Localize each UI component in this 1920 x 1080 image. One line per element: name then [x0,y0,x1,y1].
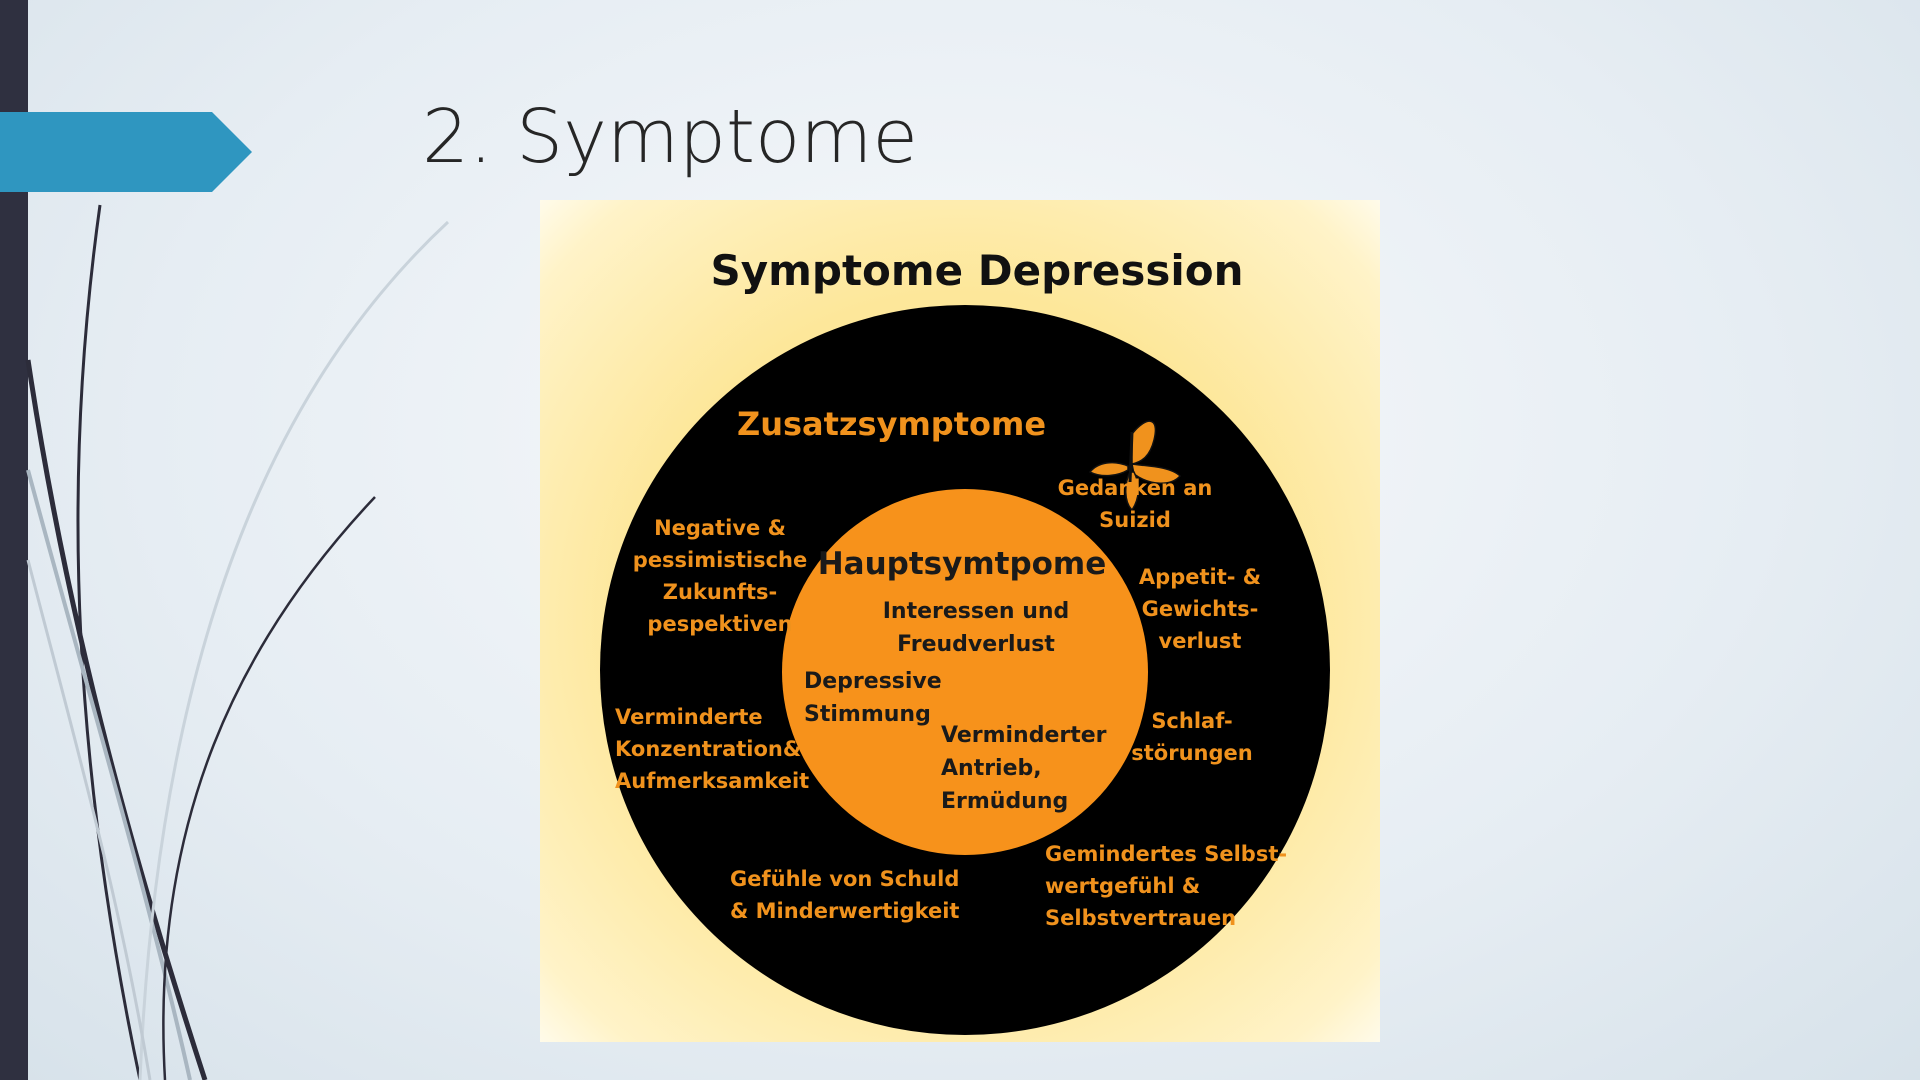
outer-symptom-6-line: Konzentration& [615,737,801,761]
outer-symptom-7-line: pespektiven [647,612,792,636]
outer-heading: Zusatzsymptome [737,405,1046,443]
title-arrow-tab [0,112,252,192]
inner-symptom-2-line: Depressive [804,669,942,694]
inner-symptom-2-line: Stimmung [804,702,931,727]
outer-symptom-7-line: pessimistische [633,548,807,572]
outer-symptom-3-line: Schlaf- [1151,709,1232,733]
inner-symptom-3-line: Antrieb, [941,756,1042,781]
depression-symptoms-diagram: Symptome Depression Zusatzsymptome Gedan… [540,200,1380,1042]
inner-symptom-3-line: Ermüdung [941,789,1068,814]
inner-circle [782,489,1148,855]
outer-symptom-5-line: Gefühle von Schuld [730,867,959,891]
outer-symptom-2-line: Gewichts- [1142,597,1259,621]
diagram-title: Symptome Depression [710,246,1243,295]
inner-symptom-1-line: Freudverlust [897,632,1055,657]
outer-symptom-5: Gefühle von Schuld & Minderwertigkeit [730,867,959,923]
inner-heading: Hauptsymtpome [818,546,1107,582]
outer-symptom-1-line: Suizid [1099,508,1171,532]
outer-symptom-1-line: Gedanken an [1058,476,1213,500]
outer-symptom-4-line: Selbstvertrauen [1045,906,1236,930]
outer-symptom-6-line: Aufmerksamkeit [615,769,809,793]
outer-symptom-4-line: Gemindertes Selbst- [1045,842,1287,866]
outer-symptom-6-line: Verminderte [615,705,763,729]
outer-symptom-2: Appetit- & Gewichts-verlust [1139,565,1261,653]
inner-symptom-1-line: Interessen und [883,599,1070,624]
outer-symptom-3-line: störungen [1131,741,1252,765]
decorative-curves [25,204,450,1080]
outer-symptom-4-line: wertgefühl & [1045,874,1200,898]
inner-symptom-3-line: Verminderter [941,723,1107,748]
outer-symptom-1: Gedanken an Suizid [1058,476,1213,532]
outer-symptom-2-line: verlust [1159,629,1242,653]
outer-symptom-3: Schlaf-störungen [1131,709,1252,765]
outer-symptom-4: Gemindertes Selbst-wertgefühl & Selbstver… [1045,842,1287,930]
slide-title: 2. Symptome [422,94,918,180]
butterfly-icon [1088,420,1182,512]
outer-symptom-7-line: Zukunfts- [663,580,777,604]
outer-symptom-7-line: Negative & [654,516,786,540]
outer-symptom-2-line: Appetit- & [1139,565,1261,589]
outer-symptom-5-line: & Minderwertigkeit [730,899,959,923]
